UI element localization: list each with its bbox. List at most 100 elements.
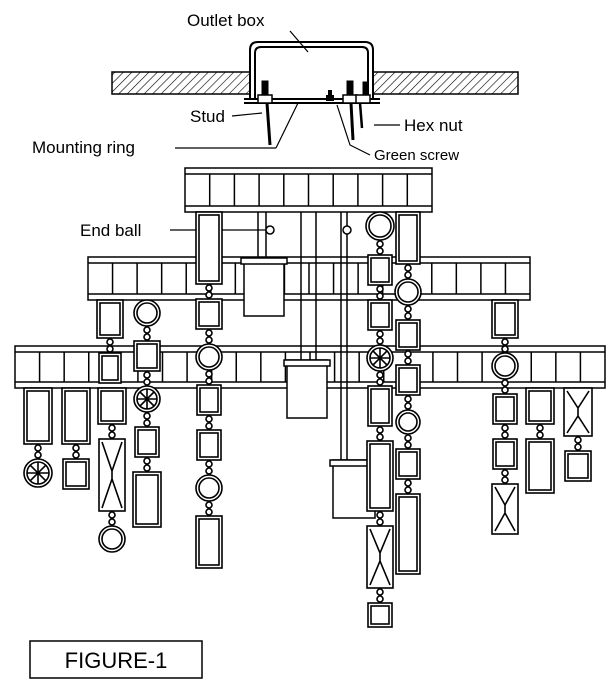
chain-link: [108, 518, 116, 526]
chain-link: [376, 511, 384, 519]
crystal-rect-inner: [199, 387, 219, 413]
crystal-rect-inner: [495, 396, 515, 422]
crystal-rect-inner: [370, 605, 390, 625]
crystal-ball-inner: [494, 355, 516, 377]
crystal-rect-inner: [198, 214, 220, 282]
figure-label: FIGURE-1: [65, 648, 168, 673]
chain-link: [143, 371, 151, 379]
chain-link: [536, 431, 544, 439]
crystal-facet: [494, 486, 516, 532]
pendant-strand: [365, 211, 395, 628]
chain-link: [404, 402, 412, 410]
crystal-rect: [492, 393, 518, 425]
crystal-ball-inner: [198, 346, 220, 368]
stud-right: [349, 102, 355, 141]
crystal-spoke: [372, 350, 388, 366]
chain-link: [205, 422, 213, 430]
chain-link: [72, 444, 80, 452]
crystal-rect: [367, 385, 393, 427]
chain-link: [143, 378, 151, 386]
crystal-rect: [196, 384, 222, 416]
pendant-strand: [525, 387, 555, 494]
crystal-rect: [134, 426, 160, 458]
crystal-rect: [492, 438, 518, 470]
canopy-cup: [286, 359, 328, 419]
chain-link: [574, 443, 582, 451]
crystal-rect: [395, 211, 421, 265]
chain-link: [404, 305, 412, 313]
crystal-rect-inner: [398, 367, 418, 393]
chain-link: [404, 357, 412, 365]
crystal-ball-inner: [398, 412, 418, 432]
crystal-rect: [195, 211, 223, 285]
hex-nut-label: Hex nut: [404, 116, 463, 135]
crystal-rect-inner: [370, 302, 390, 328]
tier-1: [184, 167, 433, 213]
chain-link: [205, 377, 213, 385]
figure-label-box: [29, 640, 203, 679]
pendant-strand: [491, 299, 519, 535]
crystal-ball: [133, 299, 161, 327]
chain-link: [108, 431, 116, 439]
crystal-rect-inner: [369, 443, 391, 509]
crystal-rect-inner: [398, 322, 418, 348]
chain-link: [106, 345, 114, 353]
chain-link: [108, 511, 116, 519]
crystal-rect: [525, 438, 555, 494]
chain-link: [404, 479, 412, 487]
crystal-rect-inner: [398, 496, 418, 572]
chain-link: [34, 451, 42, 459]
pendant-strand: [96, 299, 124, 384]
crystal-rect-inner: [494, 302, 516, 336]
stud-label: Stud: [190, 107, 225, 126]
crystal-pendants: [23, 211, 593, 628]
crystal-rect-inner: [101, 355, 119, 381]
crystal-rect: [367, 254, 393, 286]
canopy-lip: [240, 257, 288, 265]
crystal-rect-inner: [398, 451, 418, 477]
chain-link: [376, 588, 384, 596]
chain-link: [404, 271, 412, 279]
chain-link: [404, 312, 412, 320]
crystal-rect: [96, 299, 124, 339]
pendant-strand: [97, 387, 127, 553]
chain-link: [501, 431, 509, 439]
crystal-rect: [367, 602, 393, 628]
crystal-rect: [564, 450, 592, 482]
end-ball: [342, 225, 352, 235]
pendant-strand: [61, 387, 91, 490]
crystal-rect-inner: [99, 302, 121, 336]
chain-link: [376, 595, 384, 603]
pendant-strand: [394, 211, 422, 575]
chain-link: [404, 441, 412, 449]
chain-link: [376, 247, 384, 255]
ceiling: [111, 71, 519, 95]
crystal-ball: [195, 474, 223, 502]
chain-link: [143, 464, 151, 472]
crystal-rect-inner: [398, 214, 418, 262]
pendant-strand: [132, 299, 162, 528]
chain-link: [205, 329, 213, 337]
crystal-ball: [195, 343, 223, 371]
crystal-rect: [195, 515, 223, 569]
end-ball-label: End ball: [80, 221, 141, 240]
crystal-rect-inner: [495, 441, 515, 467]
ceiling-right: [372, 71, 519, 95]
chain-link: [143, 412, 151, 420]
crystal-rect-inner: [198, 301, 220, 327]
crystal-rect-inner: [370, 388, 390, 424]
crystal-rect: [61, 387, 91, 445]
crystal-rect-inner: [137, 429, 157, 455]
end-ball: [265, 225, 275, 235]
crystal-rect-inner: [100, 390, 124, 422]
crystal-rect-inner: [370, 257, 390, 283]
crystal-rect: [23, 387, 53, 445]
chain-link: [205, 291, 213, 299]
chain-link: [205, 284, 213, 292]
chain-link: [376, 371, 384, 379]
chain-link: [376, 378, 384, 386]
chain-link: [143, 326, 151, 334]
crystal-facet: [566, 390, 590, 434]
green-screw: [326, 90, 334, 101]
studs: [257, 80, 371, 146]
